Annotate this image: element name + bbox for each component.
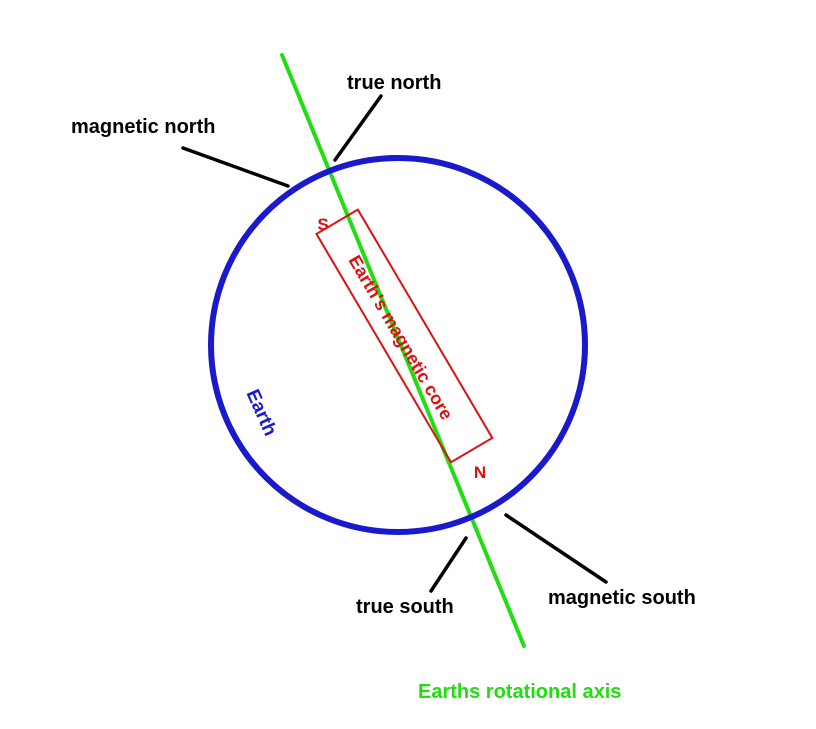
earth-circle: [208, 155, 588, 535]
magnetic-north-label: magnetic north: [71, 116, 215, 138]
true-north-label: true north: [347, 72, 441, 94]
magnetic-south-label: magnetic south: [548, 587, 696, 609]
magnetic-core-bar: [315, 208, 494, 464]
magnetic-south-leader-line: [504, 513, 608, 584]
rotational-axis-label: Earths rotational axis: [418, 681, 621, 703]
true-north-leader-line: [333, 94, 383, 162]
true-south-leader-line: [429, 536, 468, 593]
core-pole-n-label: N: [474, 463, 486, 482]
true-south-label: true south: [356, 596, 454, 618]
magnetic-north-leader-line: [181, 146, 290, 188]
core-pole-s-label: S: [317, 215, 328, 234]
rotational-axis-line: [280, 53, 526, 648]
